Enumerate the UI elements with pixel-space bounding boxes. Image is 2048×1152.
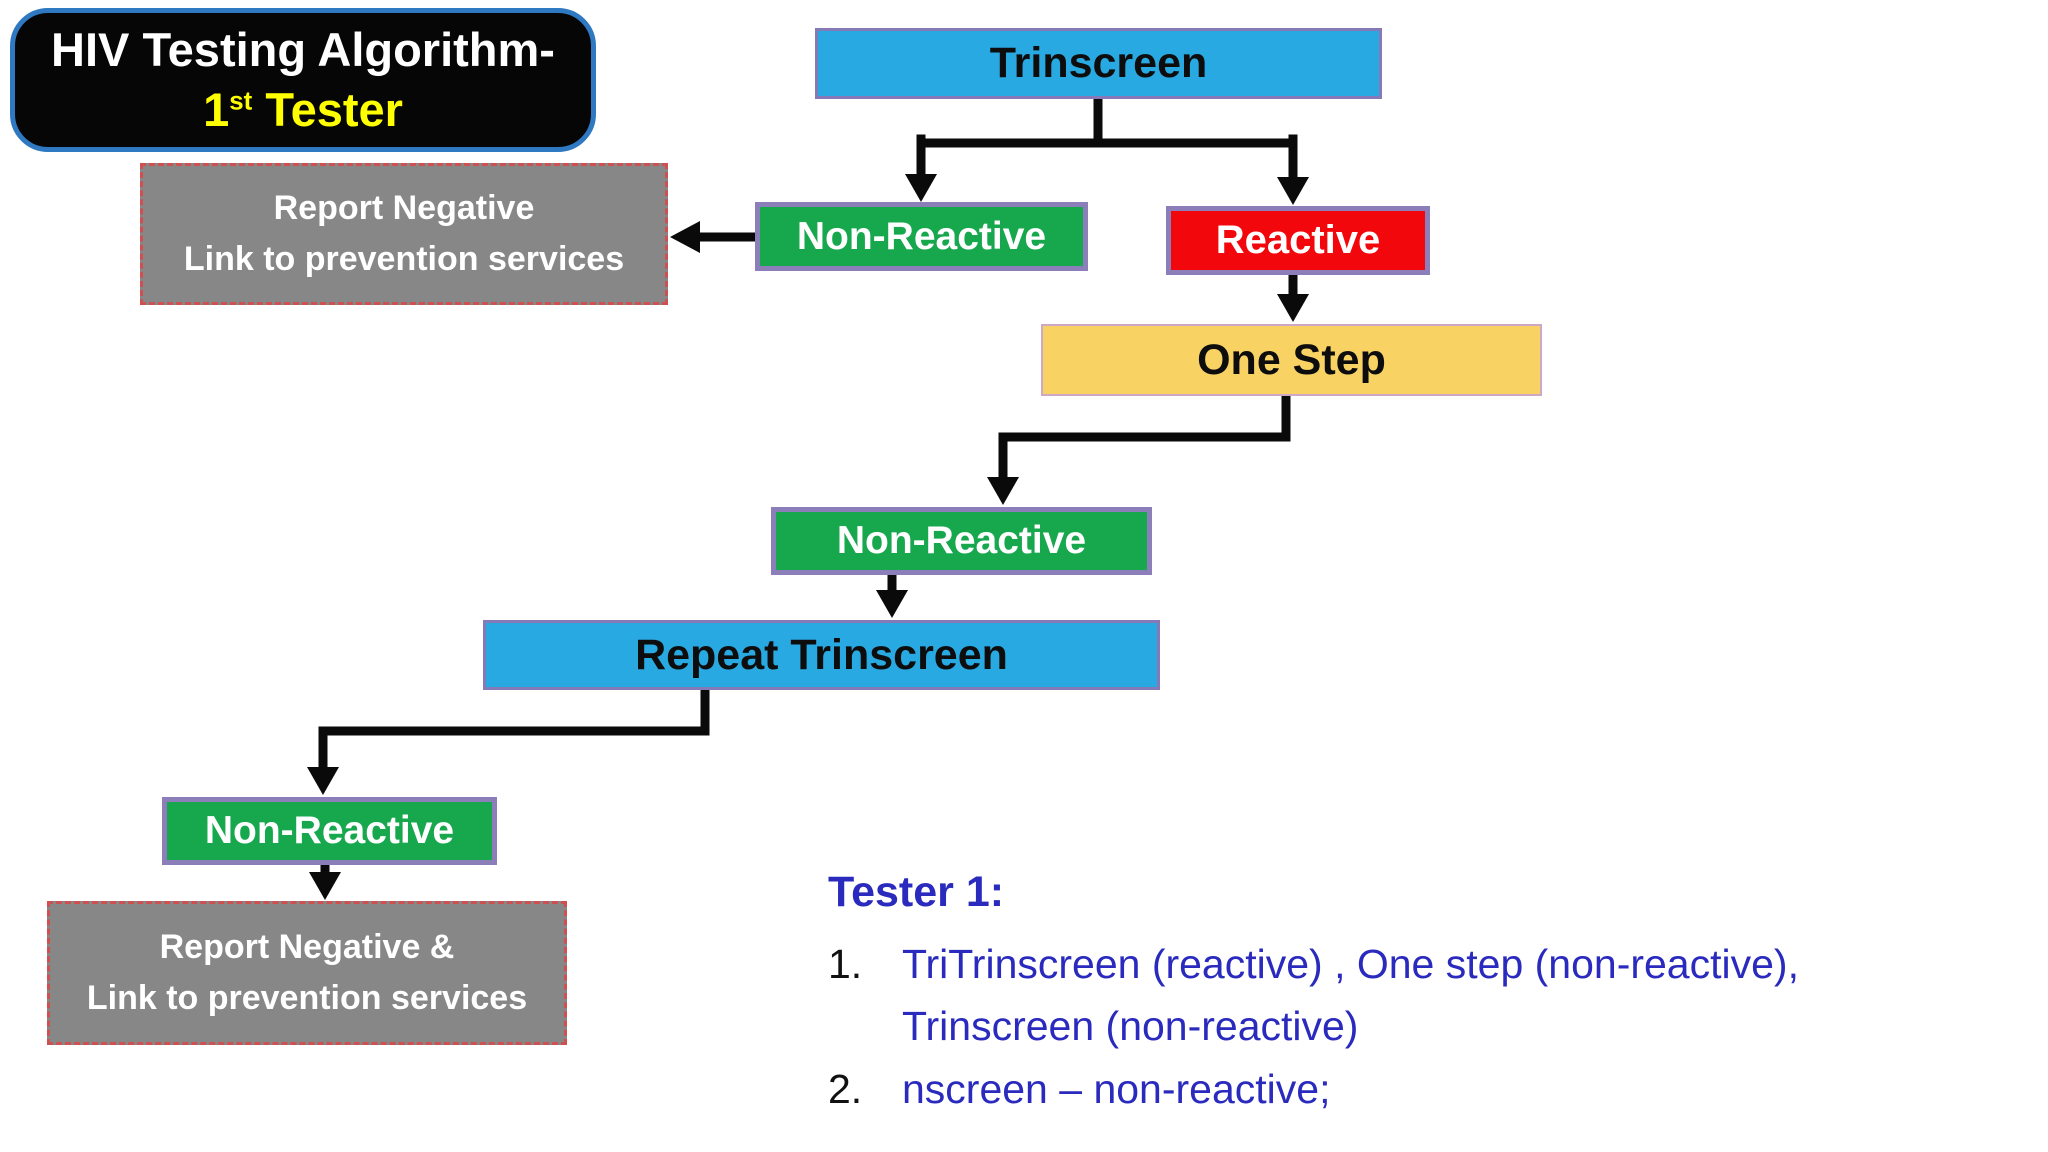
- node-report-negative-2: Report Negative & Link to prevention ser…: [47, 901, 567, 1045]
- arrowhead-to-reactive: [1277, 177, 1309, 205]
- arrowhead-to-report1: [670, 221, 700, 253]
- node-reactive: Reactive: [1166, 206, 1430, 275]
- node-report-negative-1: Report Negative Link to prevention servi…: [140, 163, 668, 305]
- note-item-1-number: 1.: [828, 941, 863, 987]
- connector-onestep-to-nr2: [998, 391, 1291, 485]
- arrowhead-to-nr2: [987, 477, 1019, 505]
- arrowhead-to-report2: [309, 872, 341, 900]
- node-non-reactive-1: Non-Reactive: [755, 202, 1088, 271]
- tester-notes: Tester 1: 1. TriTrinscreen (reactive) , …: [828, 868, 2028, 1120]
- report1-line1: Report Negative: [273, 189, 535, 227]
- title-tester-word: Tester: [265, 83, 403, 136]
- node-trinscreen: Trinscreen: [815, 28, 1382, 99]
- page-title-line1: HIV Testing Algorithm-: [51, 22, 555, 76]
- page-title: HIV Testing Algorithm- 1st Tester: [10, 8, 596, 152]
- title-ordinal-suffix: st: [229, 87, 253, 116]
- connector-lines: [318, 94, 1298, 881]
- page-title-line2: 1st Tester: [203, 80, 403, 140]
- connector-trinscreen-split: [916, 94, 1298, 184]
- node-one-step: One Step: [1041, 324, 1542, 396]
- note-item-2-line1: nscreen – non-reactive;: [902, 1065, 1331, 1112]
- note-item-1-text: TriTrinscreen (reactive) , One step (non…: [902, 933, 1799, 1058]
- notes-heading: Tester 1:: [828, 868, 1005, 916]
- arrowhead-to-nr1: [905, 174, 937, 202]
- arrowhead-to-nr3: [307, 767, 339, 795]
- arrowhead-to-onestep: [1277, 294, 1309, 322]
- node-repeat-trinscreen: Repeat Trinscreen: [483, 620, 1160, 690]
- note-item-2: 2. nscreen – non-reactive;: [828, 1058, 2028, 1120]
- note-item-1-line1: TriTrinscreen (reactive) , One step (non…: [902, 941, 1799, 987]
- report2-line1: Report Negative &: [159, 928, 455, 966]
- report1-line2: Link to prevention services: [183, 240, 625, 278]
- note-item-1-line2: Trinscreen (non-reactive): [902, 1003, 1359, 1050]
- connector-arrowheads: [307, 174, 1309, 900]
- arrowhead-to-repeat: [876, 590, 908, 618]
- note-item-2-number: 2.: [828, 1065, 863, 1112]
- node-non-reactive-2: Non-Reactive: [771, 507, 1152, 575]
- connector-repeat-to-nr3: [318, 685, 710, 775]
- report2-line2: Link to prevention services: [86, 979, 528, 1017]
- node-non-reactive-3: Non-Reactive: [162, 797, 497, 865]
- title-ordinal-number: 1: [203, 83, 230, 136]
- note-item-2-text: nscreen – non-reactive;: [902, 1058, 1330, 1120]
- note-item-1: 1. TriTrinscreen (reactive) , One step (…: [828, 933, 2028, 1058]
